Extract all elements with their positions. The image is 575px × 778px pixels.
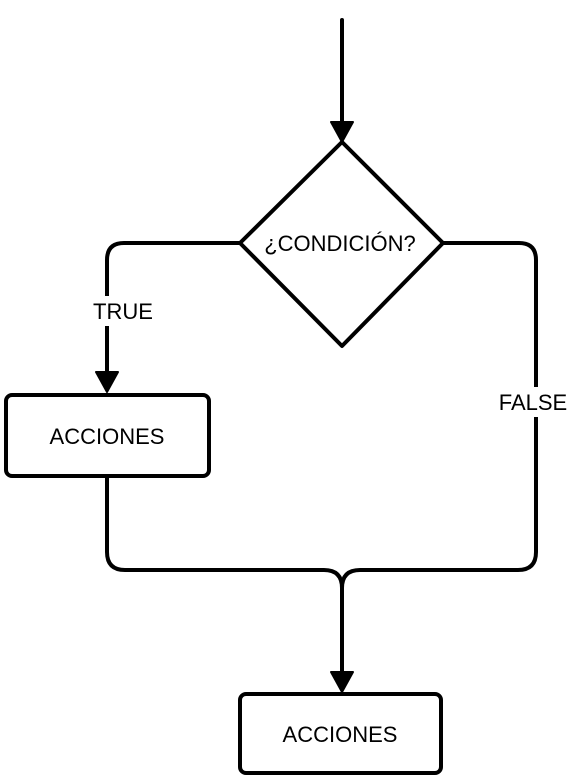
final-action-node: ACCIONES bbox=[238, 692, 443, 775]
false-edge-label-group: FALSE bbox=[492, 387, 574, 417]
true-edge-label-group: TRUE bbox=[86, 296, 160, 326]
merge-arrowhead bbox=[330, 671, 354, 693]
true-branch-line bbox=[105, 241, 242, 374]
false-edge-label-background bbox=[492, 387, 574, 417]
true-action-label: ACCIONES bbox=[50, 424, 165, 449]
decision-node: ¿CONDICIÓN? bbox=[238, 140, 445, 348]
false-branch-connector bbox=[340, 241, 538, 590]
true-action-box bbox=[4, 393, 211, 478]
true-branch-connector bbox=[95, 241, 242, 393]
entry-arrowhead bbox=[330, 121, 354, 143]
final-action-label: ACCIONES bbox=[283, 722, 398, 747]
entry-arrow bbox=[330, 18, 354, 143]
decision-label: ¿CONDICIÓN? bbox=[264, 231, 416, 256]
true-edge-label-background bbox=[86, 296, 160, 326]
true-edge-label: TRUE bbox=[93, 299, 153, 324]
final-action-box bbox=[238, 692, 443, 775]
false-branch-line bbox=[340, 241, 538, 590]
decision-diamond bbox=[238, 140, 445, 348]
false-edge-label: FALSE bbox=[499, 390, 567, 415]
merge-line bbox=[105, 474, 344, 674]
merge-connector bbox=[105, 474, 354, 693]
true-branch-arrowhead bbox=[95, 371, 119, 393]
true-action-node: ACCIONES bbox=[4, 393, 211, 478]
